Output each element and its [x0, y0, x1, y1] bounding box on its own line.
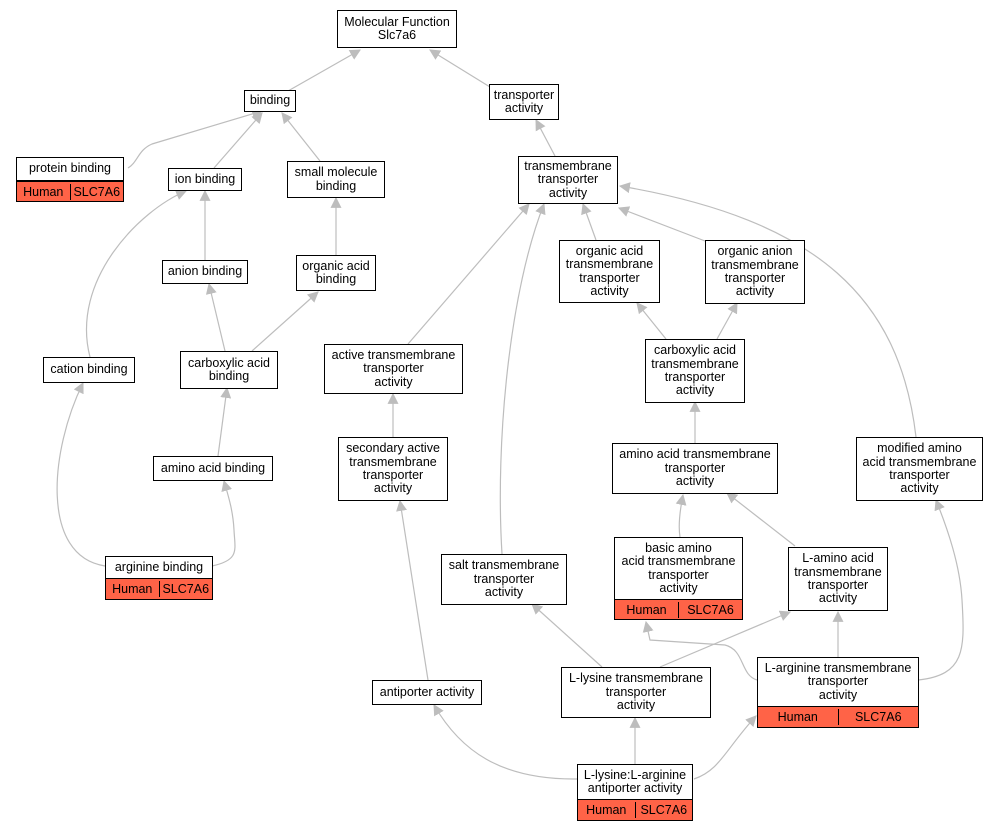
node-binding[interactable]: binding — [244, 90, 296, 112]
node-protein-binding[interactable]: protein binding — [16, 157, 124, 181]
edge-l-arginine-basic — [642, 620, 758, 681]
edge-modified-tm-tm — [618, 182, 917, 438]
node-amino-acid-binding[interactable]: amino acid binding — [153, 456, 273, 481]
node-cation-binding[interactable]: cation binding — [43, 357, 135, 383]
edge-l-lysine-salt — [531, 603, 603, 668]
edge-basic-amino-tm — [675, 493, 687, 538]
node-small-molecule-binding[interactable]: small molecule binding — [287, 161, 385, 198]
annotation-species: Human — [112, 582, 153, 596]
annotation-gene: SLC7A6 — [69, 183, 124, 200]
annotation-species: Human — [777, 710, 818, 724]
node-organic-acid-binding[interactable]: organic acid binding — [296, 255, 376, 291]
node-secondary-active-tm[interactable]: secondary active transmembrane transport… — [338, 437, 448, 501]
node-molecular-function[interactable]: Molecular Function Slc7a6 — [337, 10, 457, 48]
edge-tm-transporter — [535, 119, 556, 157]
annotation-gene: SLC7A6 — [678, 601, 742, 618]
edge-arginine-amino-binding — [211, 479, 236, 567]
node-l-arginine-tm[interactable]: L-arginine transmembrane transporter act… — [757, 657, 919, 707]
annotation-basic-amino-acid-tm: Human SLC7A6 — [614, 599, 743, 620]
edge-l-arginine-modified — [917, 498, 964, 681]
edge-lys-arg-l-arginine — [693, 715, 757, 780]
edge-binding-mf — [287, 49, 361, 92]
edge-carboxylic-binding-organic-acid — [251, 291, 319, 352]
edge-lys-arg-antiporter — [433, 704, 578, 780]
node-active-tm[interactable]: active transmembrane transporter activit… — [324, 344, 463, 394]
node-arginine-binding[interactable]: arginine binding — [105, 556, 213, 579]
node-salt-tm[interactable]: salt transmembrane transporter activity — [441, 554, 567, 605]
annotation-gene: SLC7A6 — [634, 802, 693, 818]
node-l-lysine-tm[interactable]: L-lysine transmembrane transporter activ… — [561, 667, 711, 718]
annotation-species: Human — [626, 602, 667, 617]
edge-carboxylic-tm-organic-acid — [636, 302, 667, 340]
node-carboxylic-acid-binding[interactable]: carboxylic acid binding — [180, 351, 278, 389]
node-lysine-arginine-antiporter[interactable]: L-lysine:L-arginine antiporter activity — [577, 764, 693, 800]
edge-arginine-cation — [56, 382, 106, 567]
annotation-gene: SLC7A6 — [837, 709, 919, 725]
annotation-arginine-binding: Human SLC7A6 — [105, 578, 213, 600]
node-carboxylic-acid-tm[interactable]: carboxylic acid transmembrane transporte… — [645, 339, 745, 403]
annotation-species: Human — [586, 803, 627, 817]
edge-l-amino-amino-tm — [726, 492, 796, 547]
node-organic-anion-tm[interactable]: organic anion transmembrane transporter … — [705, 240, 805, 304]
edge-amino-binding-carboxylic — [217, 386, 232, 457]
node-amino-acid-tm[interactable]: amino acid transmembrane transporter act… — [612, 443, 778, 494]
edge-organic-acid-tm-tm — [581, 202, 597, 241]
node-anion-binding[interactable]: anion binding — [162, 260, 248, 284]
edge-protein-binding-binding — [127, 108, 264, 169]
edge-active-tm-tm — [407, 203, 530, 345]
annotation-gene: SLC7A6 — [158, 581, 213, 597]
annotation-species: Human — [23, 184, 64, 199]
node-modified-amino-acid-tm[interactable]: modified amino acid transmembrane transp… — [856, 437, 983, 501]
node-transmembrane-transporter[interactable]: transmembrane transporter activity — [518, 156, 618, 204]
node-basic-amino-acid-tm[interactable]: basic amino acid transmembrane transport… — [614, 537, 743, 600]
edge-carboxylic-tm-organic-anion — [716, 302, 738, 340]
edge-small-molecule-binding — [281, 112, 321, 162]
edge-antiporter-secondary — [396, 499, 429, 681]
edge-carboxylic-binding-anion — [205, 282, 226, 352]
edge-ion-binding-binding — [213, 112, 263, 169]
node-ion-binding[interactable]: ion binding — [168, 168, 242, 191]
node-transporter-activity[interactable]: transporter activity — [489, 84, 559, 120]
node-organic-acid-tm[interactable]: organic acid transmembrane transporter a… — [559, 240, 660, 303]
annotation-protein-binding: Human SLC7A6 — [16, 181, 124, 202]
edge-l-lysine-l-amino — [659, 610, 792, 668]
edge-salt-tm — [499, 202, 546, 555]
edge-cation-ion — [85, 189, 188, 358]
node-antiporter[interactable]: antiporter activity — [372, 680, 482, 705]
edge-organic-anion-tm-tm — [617, 206, 706, 242]
node-l-amino-acid-tm[interactable]: L-amino acid transmembrane transporter a… — [788, 547, 888, 611]
annotation-l-arginine-tm: Human SLC7A6 — [757, 706, 919, 728]
annotation-lysine-arginine-antiporter: Human SLC7A6 — [577, 799, 693, 821]
edge-transporter-mf — [429, 49, 491, 88]
